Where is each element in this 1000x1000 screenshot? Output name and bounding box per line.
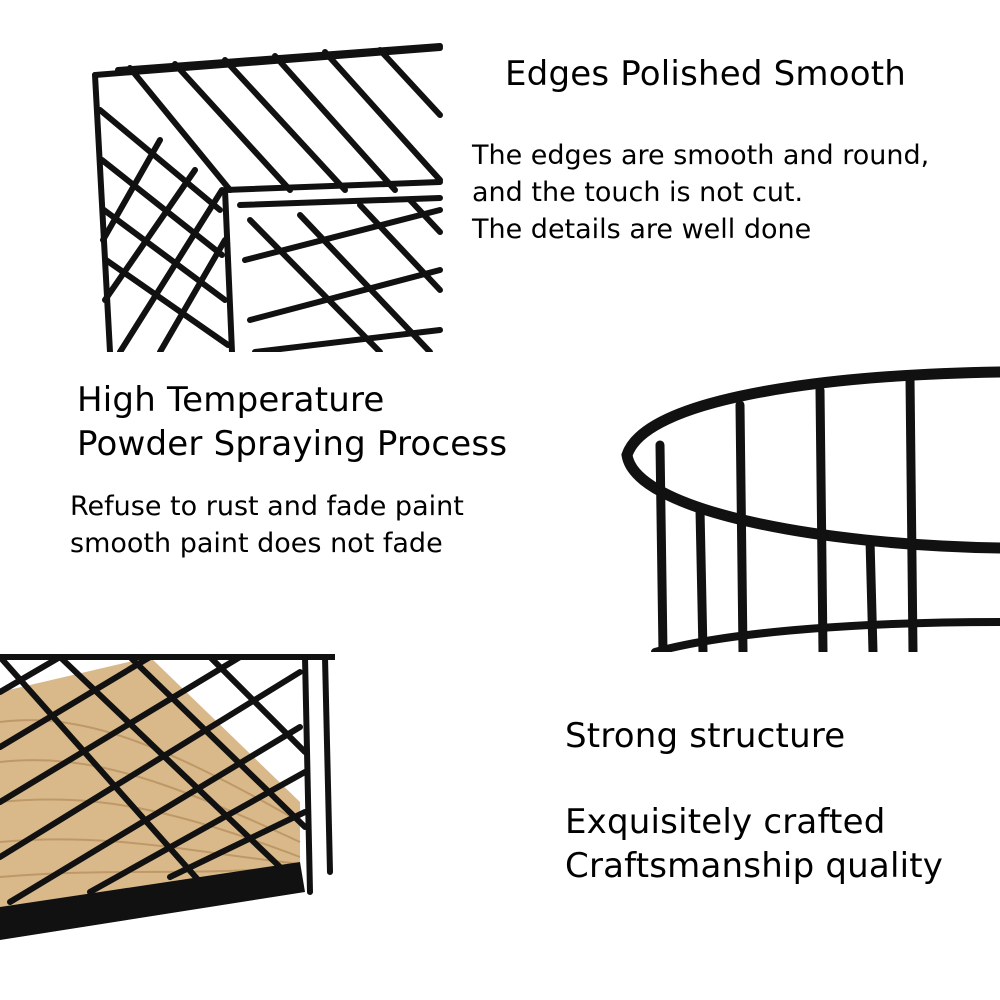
craft-line-2: Craftsmanship quality [565,846,944,886]
powder-title: High Temperature Powder Spraying Process [77,378,507,466]
wooden-base-illustration [0,652,335,940]
photo-round-rim [615,360,1000,652]
craft-line-1: Exquisitely crafted [565,802,886,842]
edges-description: The edges are smooth and round, and the … [472,137,929,248]
edges-line-2: and the touch is not cut. [472,177,804,208]
powder-line-1: Refuse to rust and fade paint [70,491,464,522]
structure-title: Strong structure [565,716,846,756]
powder-title-line-2: Powder Spraying Process [77,424,508,464]
basket-corner-illustration [0,0,448,352]
photo-wooden-base [0,652,335,940]
powder-description: Refuse to rust and fade paint smooth pai… [70,488,464,562]
craft-description: Exquisitely crafted Craftsmanship qualit… [565,800,943,888]
powder-title-line-1: High Temperature [77,380,385,420]
edges-line-3: The details are well done [472,214,812,245]
edges-title: Edges Polished Smooth [505,54,907,94]
photo-basket-corner [0,0,448,352]
edges-line-1: The edges are smooth and round, [472,140,930,171]
round-rim-illustration [615,360,1000,652]
powder-line-2: smooth paint does not fade [70,528,443,559]
